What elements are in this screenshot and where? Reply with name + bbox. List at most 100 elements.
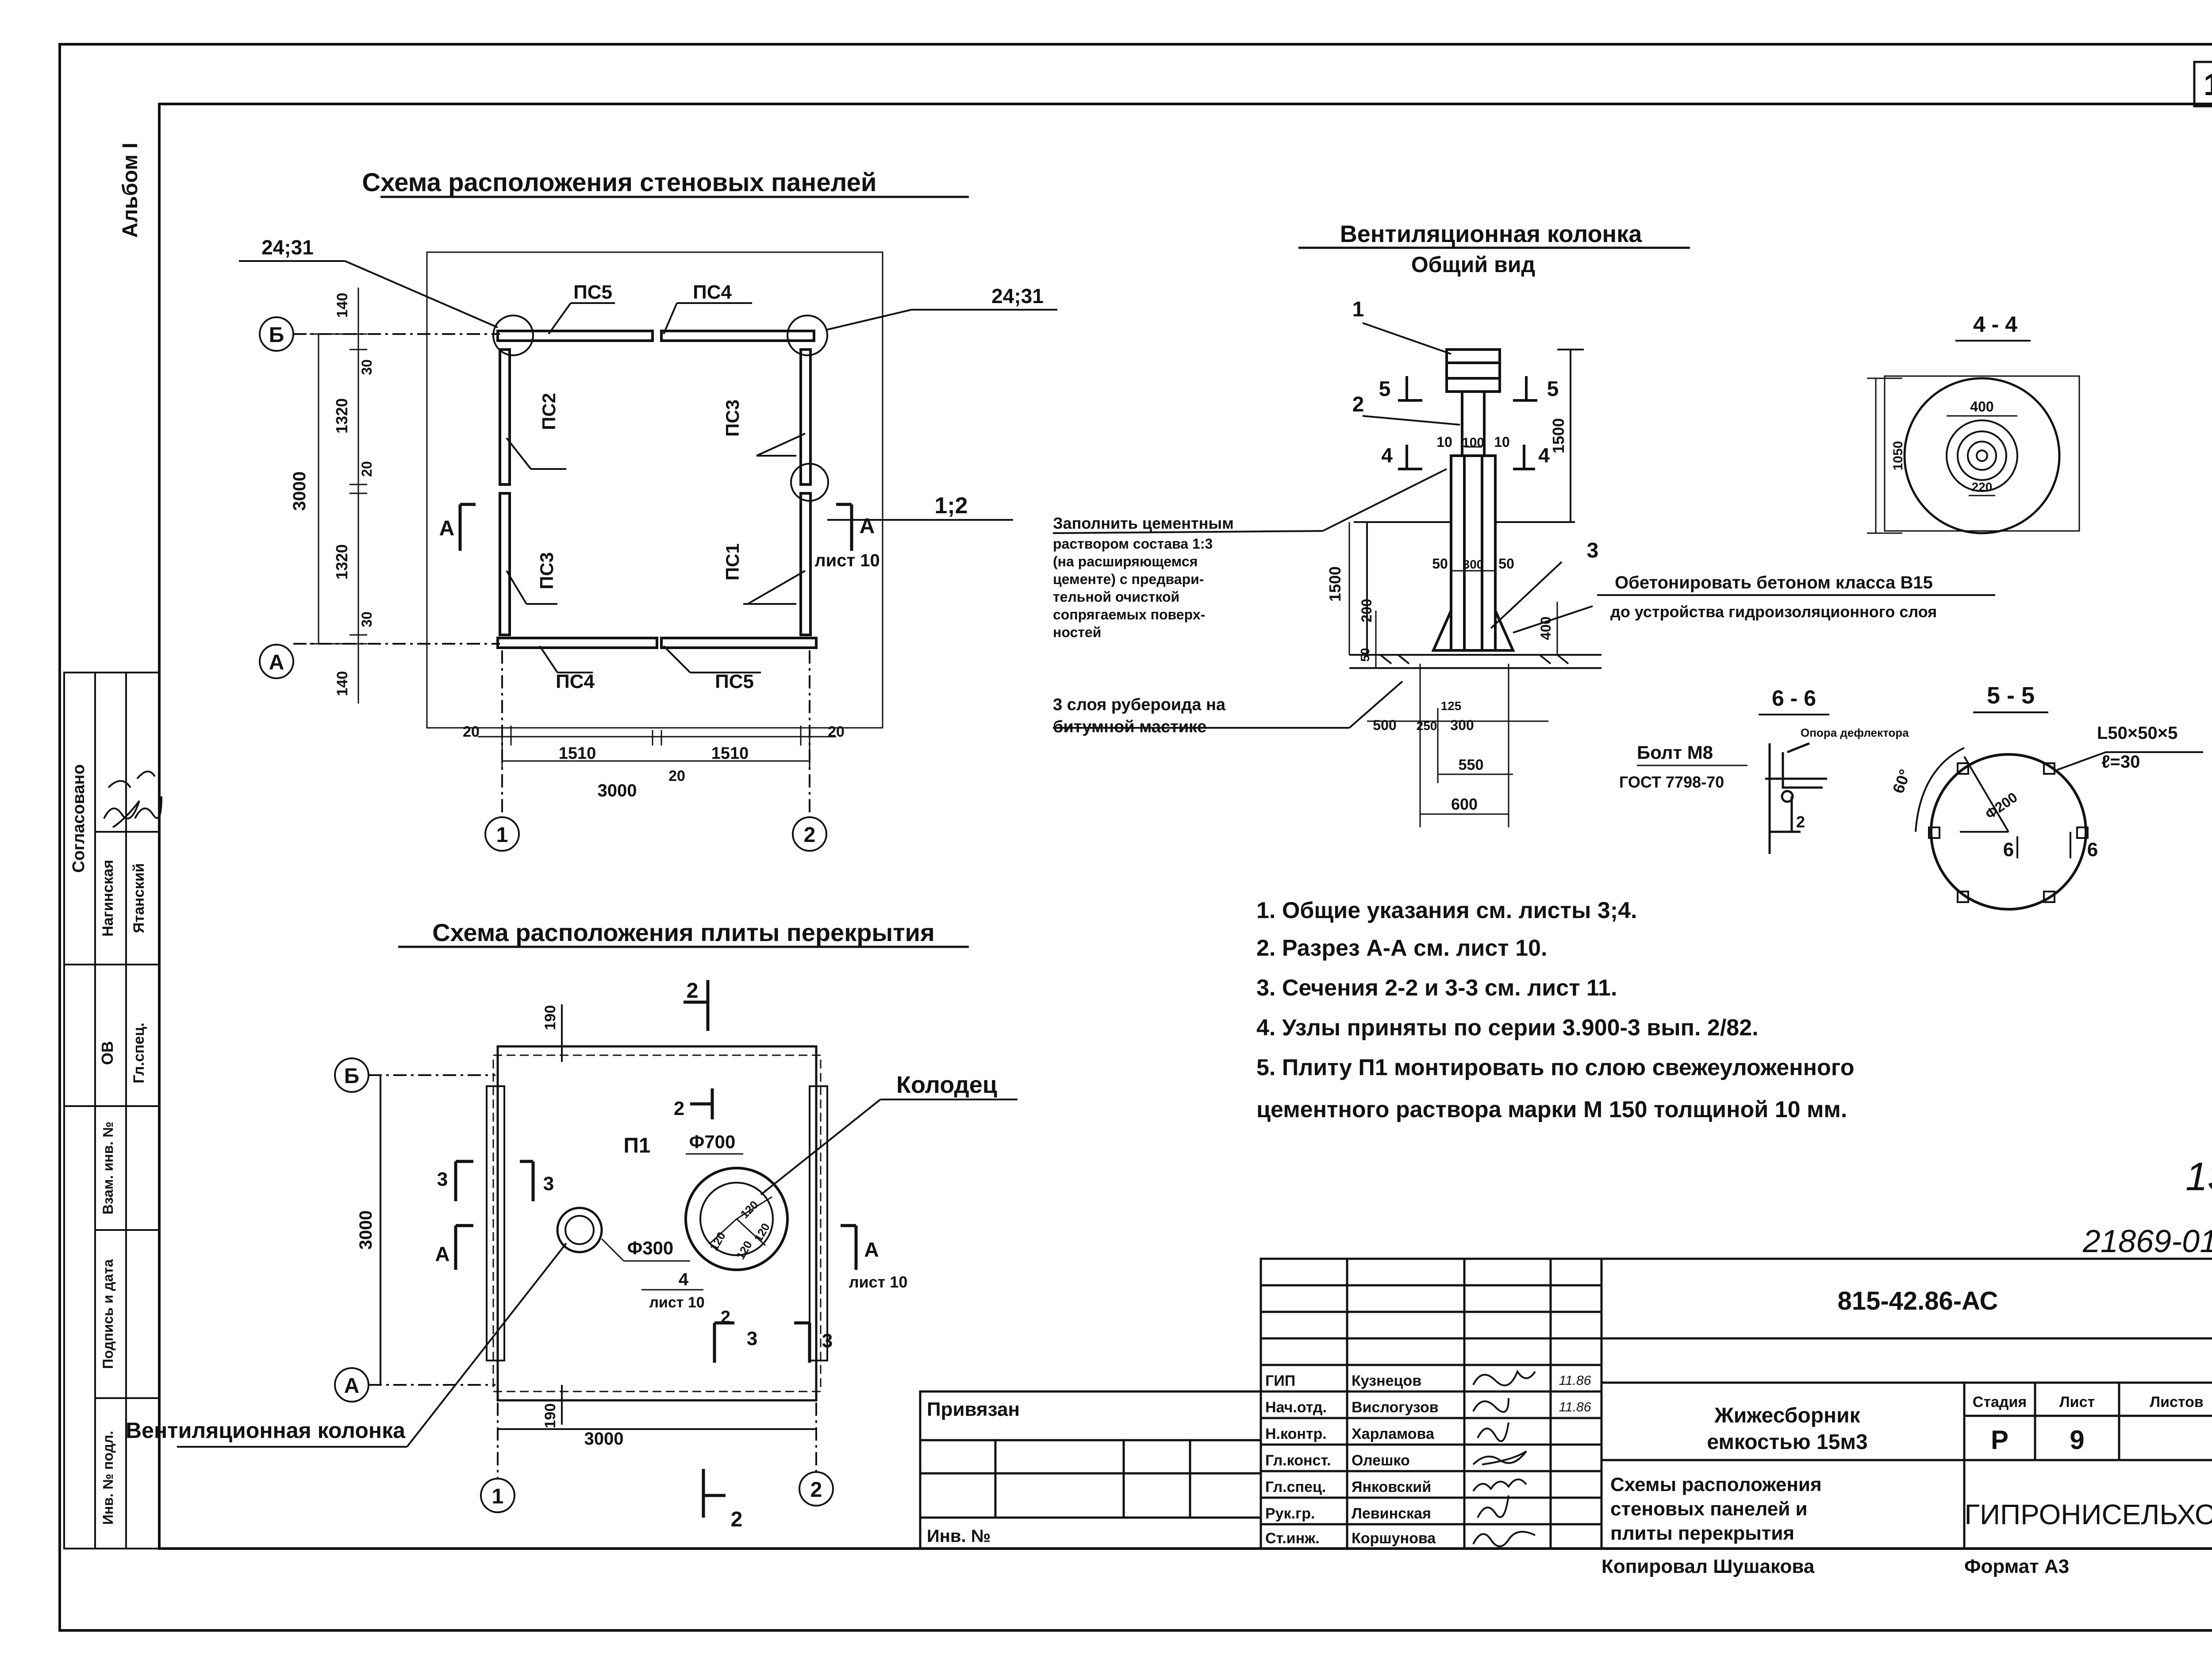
section-3-low-b: 3 xyxy=(822,1330,833,1352)
panel-label-ps3-right: ПС3 xyxy=(722,400,743,437)
vent-dim-125: 125 xyxy=(1441,699,1462,713)
s55-sec6-left: 6 xyxy=(2003,839,2014,861)
section-55-title: 5 - 5 xyxy=(1987,682,2035,709)
bolt-gost: ГОСТ 7798-70 xyxy=(1619,773,1724,791)
section-a-slab-left: А xyxy=(435,1242,449,1265)
wall-scheme: Схема расположения стеновых панелей xyxy=(239,168,1057,852)
s55-length: ℓ=30 xyxy=(2101,752,2140,772)
role-3: Н.контр. xyxy=(1265,1426,1327,1442)
panel-label-ps5-top: ПС5 xyxy=(573,281,612,303)
note-fill-1: Заполнить цементным xyxy=(1053,514,1234,532)
role-6: Рук.гр. xyxy=(1265,1505,1315,1522)
slab-scheme-title: Схема расположения плиты перекрытия xyxy=(432,919,935,946)
note-fill-5: тельной очисткой xyxy=(1053,589,1179,605)
dim-slab-v-total: 3000 xyxy=(356,1211,376,1250)
role-2: Нач.отд. xyxy=(1265,1399,1327,1416)
vent-dim-10b: 10 xyxy=(1494,434,1510,450)
note-fill-6: сопрягаемых поверх- xyxy=(1053,607,1205,623)
axis-a: А xyxy=(269,651,284,674)
dim-wall-gap-mid: 20 xyxy=(668,768,685,784)
well-opening xyxy=(684,1167,789,1271)
note-concrete-2: до устройства гидроизоляционного слоя xyxy=(1610,603,1937,621)
stamp-signature-2 xyxy=(134,770,162,819)
stamp-dept-2: Гл.спец. xyxy=(131,1022,147,1083)
note-5: 5. Плиту П1 монтировать по слою свежеуло… xyxy=(1256,1055,1855,1080)
column-node-ref: 4 xyxy=(679,1270,689,1289)
note-fill-4: цементе) с предвари- xyxy=(1053,571,1204,587)
tied-label: Привязан xyxy=(927,1399,1020,1420)
s44-dim-400: 400 xyxy=(1970,399,1993,415)
inv-label: Инв. № xyxy=(927,1526,991,1546)
support-label: Опора дефлектора xyxy=(1801,726,1909,739)
name-2: Вислогузов xyxy=(1352,1399,1439,1416)
s55-sec6-right: 6 xyxy=(2087,839,2098,861)
dim-slab-edge-bottom: 190 xyxy=(542,1403,559,1429)
stamp-inv-repl: Взам. инв. № xyxy=(100,1122,116,1215)
well-dia: Φ700 xyxy=(689,1131,736,1152)
section-a-slab-sheet: лист 10 xyxy=(849,1273,908,1291)
stamp-sign-date: Подпись и дата xyxy=(100,1259,116,1369)
vent-column-opening xyxy=(556,1207,603,1253)
section-a-slab-right: А xyxy=(864,1238,879,1261)
dim-wall-v-part1: 1320 xyxy=(333,398,351,434)
column-dia: Φ300 xyxy=(627,1238,674,1258)
stage-value: Р xyxy=(1991,1425,2008,1455)
s44-dim-1050: 1050 xyxy=(1891,441,1905,471)
stamp-dept-1: ОВ xyxy=(98,1041,116,1065)
s66-pos: 2 xyxy=(1796,813,1805,831)
dim-wall-span-left: 1510 xyxy=(559,744,596,763)
dim-wall-v-gap3: 30 xyxy=(359,611,375,627)
object-line-1: Жижесборник xyxy=(1714,1404,1860,1427)
section-4-4: 4 - 4 400 1050 220 xyxy=(1867,312,2080,534)
vent-dim-500: 500 xyxy=(1373,717,1396,733)
slab-axis-b: Б xyxy=(344,1065,360,1088)
vent-dim-1500-top: 1500 xyxy=(1549,418,1567,454)
section-2-bottom: 2 xyxy=(731,1508,743,1531)
slab-axis-a: А xyxy=(344,1374,360,1398)
handwritten-sheet-number: 13 xyxy=(2185,1155,2212,1199)
album-label: Альбом I xyxy=(119,142,142,238)
section-2-low: 2 xyxy=(721,1307,730,1327)
dim-slab-h-total: 3000 xyxy=(584,1429,624,1449)
vent-section-5-left: 5 xyxy=(1379,377,1391,401)
title-code: 815-42.86-АС xyxy=(1838,1287,1998,1315)
note-1: 1. Общие указания см. листы 3;4. xyxy=(1256,898,1637,923)
inventory-number: 21869-01 xyxy=(2082,1224,2212,1259)
slab-p1 xyxy=(496,1045,818,1402)
dim-wall-edge-top: 140 xyxy=(334,293,351,318)
dim-wall-v-gap2: 20 xyxy=(359,461,375,477)
dim-wall-v-gap1: 30 xyxy=(359,359,375,375)
vent-dim-600: 600 xyxy=(1451,795,1478,813)
s55-angle: L50×50×5 xyxy=(2097,723,2177,743)
section-a-sheet: лист 10 xyxy=(814,551,879,570)
panel-label-ps3-left: ПС3 xyxy=(536,552,557,589)
vent-dim-1500-low: 1500 xyxy=(1326,566,1344,602)
vent-dim-50b: 50 xyxy=(1498,556,1514,572)
note-4: 4. Узлы приняты по серии 3.900-3 вып. 2/… xyxy=(1256,1015,1759,1041)
dim-slab-edge-top: 190 xyxy=(542,1005,559,1030)
role-5: Гл.спец. xyxy=(1265,1479,1326,1495)
vent-dim-300b: 300 xyxy=(1450,717,1474,733)
panel-label-ps4-top: ПС4 xyxy=(693,281,732,303)
vent-column-view: Вентиляционная колонка Общий вид xyxy=(1052,221,1995,827)
sheet-title-2: стеновых панелей и xyxy=(1610,1498,1808,1520)
panel-label-ps4-bottom: ПС4 xyxy=(556,671,595,692)
date-1: 11.86 xyxy=(1559,1373,1591,1388)
section-44-title: 4 - 4 xyxy=(1973,312,2017,337)
vent-dim-550: 550 xyxy=(1459,757,1484,773)
vent-column-title: Вентиляционная колонка xyxy=(1340,221,1642,247)
name-6: Левинская xyxy=(1352,1505,1431,1522)
axis-2: 2 xyxy=(804,823,816,847)
sheet-title-1: Схемы расположения xyxy=(1610,1474,1822,1495)
node-ref-right: 24;31 xyxy=(991,284,1044,307)
vent-dim-250: 250 xyxy=(1417,719,1437,733)
agreed-label: Согласовано xyxy=(69,764,88,873)
wall-scheme-title: Схема расположения стеновых панелей xyxy=(362,168,876,197)
section-a-right: А xyxy=(860,515,875,538)
slab-scheme: Схема расположения плиты перекрытия П1 Φ… xyxy=(126,919,1018,1531)
vent-dim-200: 200 xyxy=(1359,599,1375,622)
slab-label: П1 xyxy=(623,1134,650,1157)
vent-dim-100: 100 xyxy=(1462,435,1484,450)
sheet-value: 9 xyxy=(2070,1425,2084,1455)
left-stamp xyxy=(63,672,160,1549)
